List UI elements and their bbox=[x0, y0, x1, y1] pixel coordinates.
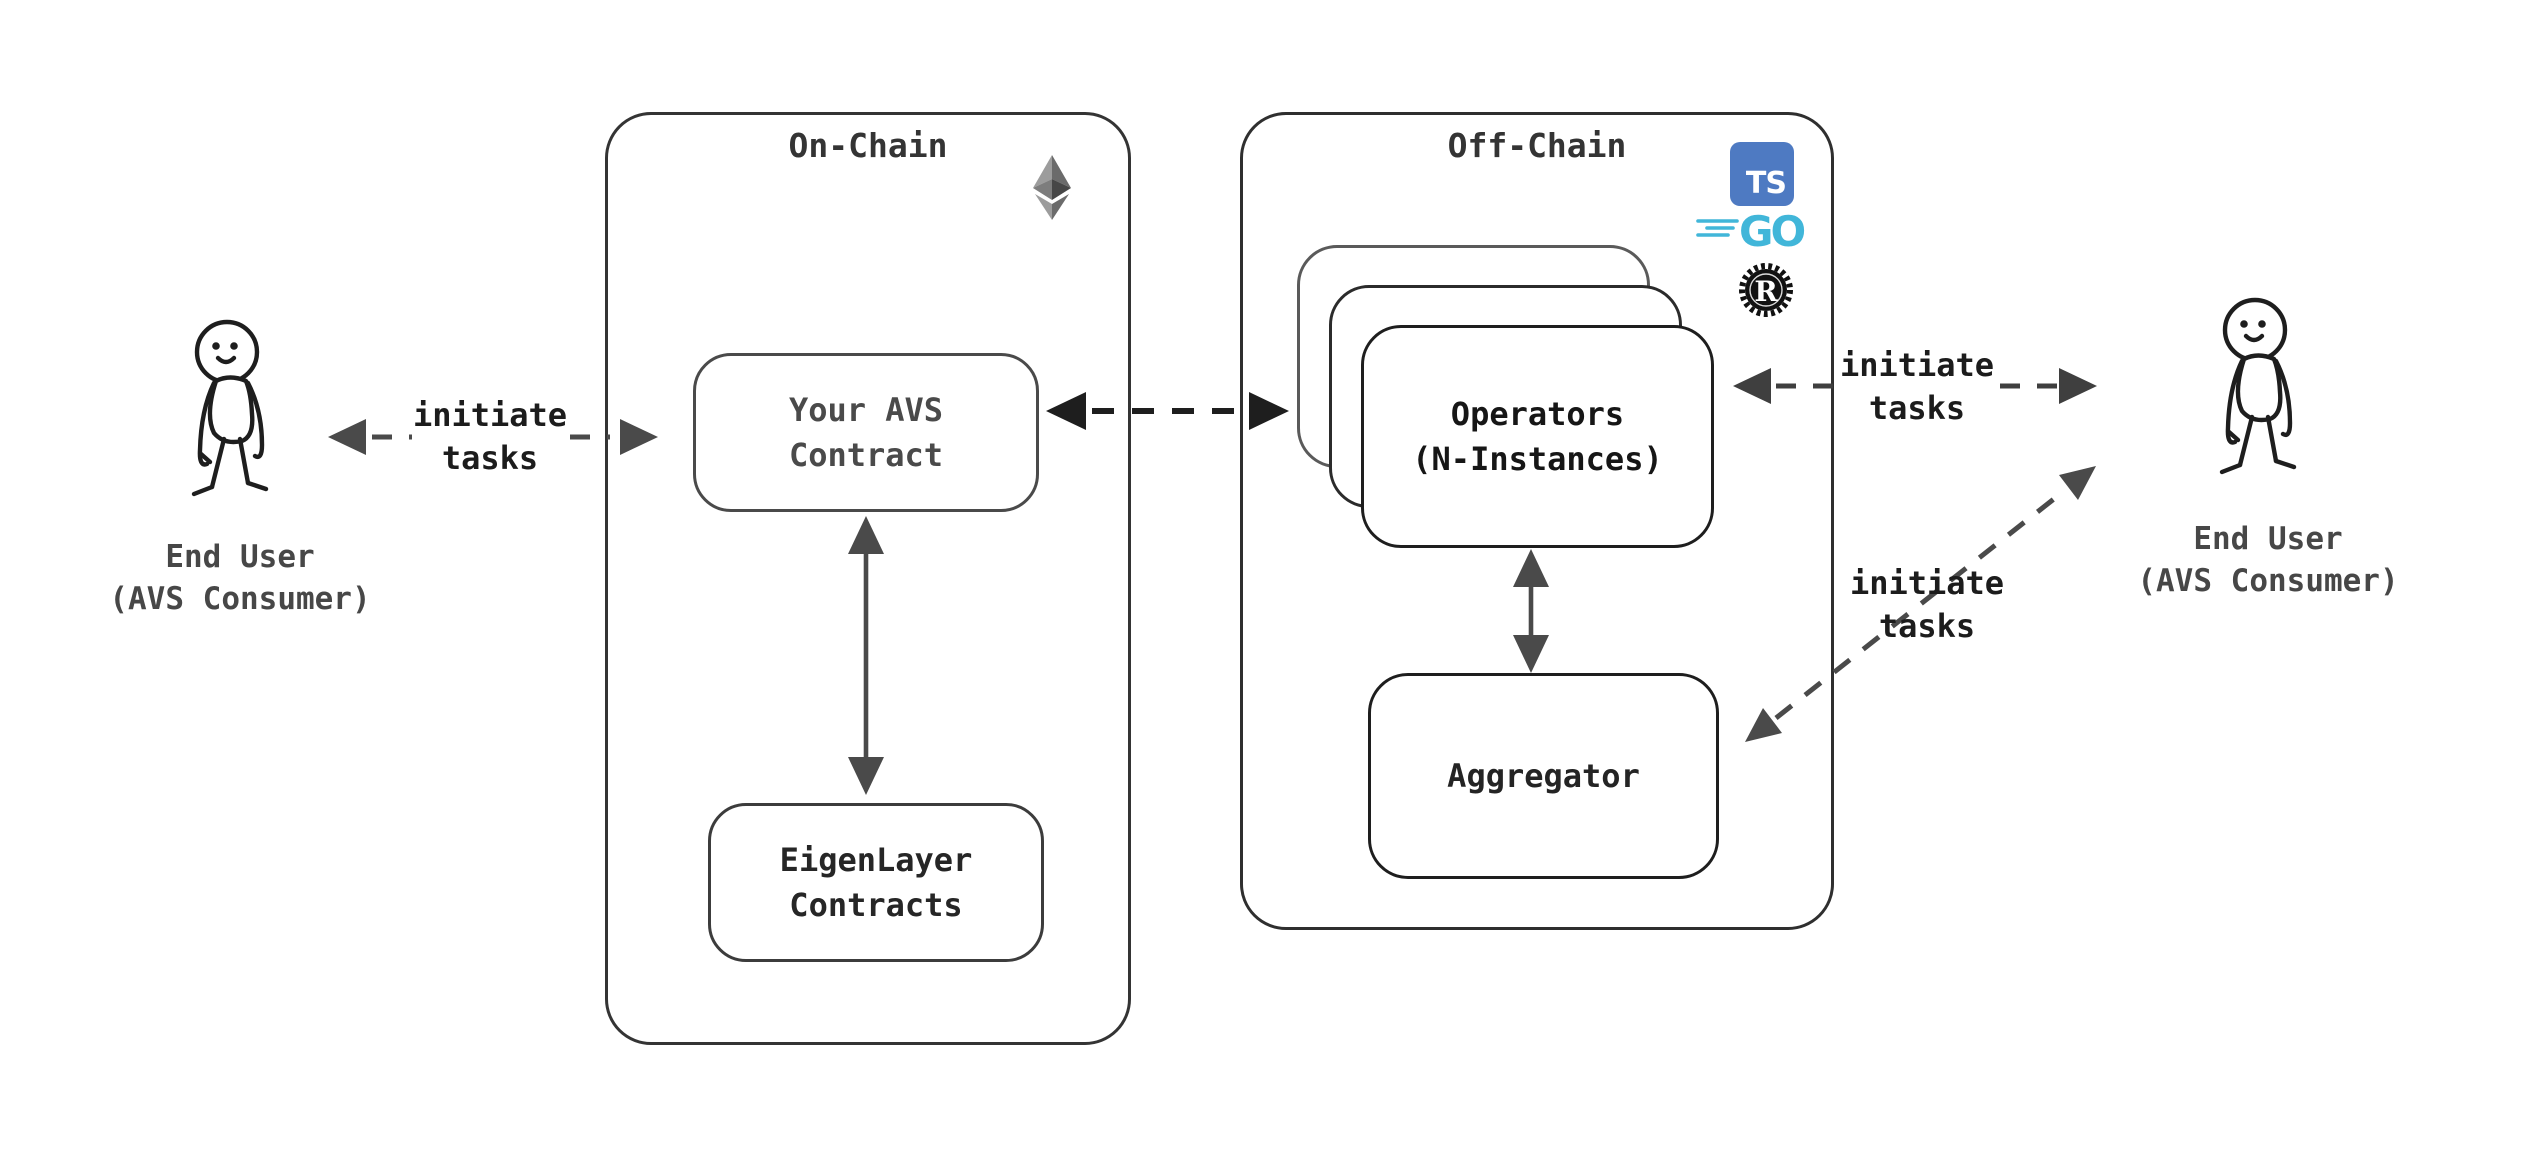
on-chain-container: On-Chain bbox=[605, 112, 1131, 1045]
on-chain-title: On-Chain bbox=[788, 126, 948, 165]
eigenlayer-contracts-box: EigenLayer Contracts bbox=[708, 803, 1044, 962]
initiate-tasks-label-right-bottom: initiate tasks bbox=[1777, 562, 2077, 648]
aggregator-label: Aggregator bbox=[1447, 756, 1640, 795]
initiate-tasks-left-line1: initiate bbox=[412, 396, 568, 434]
initiate-tasks-label-left: initiate tasks bbox=[340, 394, 640, 480]
your-avs-contract-line2: Contract bbox=[788, 435, 944, 474]
eigenlayer-line2: Contracts bbox=[789, 885, 963, 924]
initiate-tasks-label-right-top: initiate tasks bbox=[1767, 344, 2067, 430]
go-icon: GO bbox=[1696, 207, 1807, 254]
rust-icon-label: R bbox=[1754, 275, 1778, 308]
typescript-icon-label: TS bbox=[1745, 166, 1787, 201]
your-avs-contract-box: Your AVS Contract bbox=[693, 353, 1039, 512]
your-avs-contract-line1: Your AVS bbox=[788, 390, 944, 429]
initiate-tasks-right-top-line1: initiate bbox=[1839, 346, 1995, 384]
end-user-right-label: End User (AVS Consumer) bbox=[2118, 518, 2418, 602]
initiate-tasks-right-bottom-line2: tasks bbox=[1878, 607, 1976, 645]
aggregator-box: Aggregator bbox=[1368, 673, 1719, 879]
go-icon-label: GO bbox=[1739, 207, 1804, 254]
off-chain-title: Off-Chain bbox=[1447, 126, 1627, 165]
end-user-left-line2: (AVS Consumer) bbox=[109, 581, 371, 617]
end-user-right-line2: (AVS Consumer) bbox=[2137, 563, 2399, 599]
operators-box: Operators (N-Instances) bbox=[1361, 325, 1714, 548]
eigenlayer-line1: EigenLayer bbox=[779, 840, 973, 879]
operators-line2: (N-Instances) bbox=[1412, 439, 1663, 478]
initiate-tasks-left-line2: tasks bbox=[441, 439, 539, 477]
ethereum-icon bbox=[1033, 155, 1071, 220]
end-user-right-figure bbox=[2218, 293, 2313, 483]
end-user-right-line1: End User bbox=[2193, 521, 2343, 557]
operators-line1: Operators bbox=[1450, 394, 1625, 433]
end-user-left-line1: End User bbox=[165, 539, 315, 575]
typescript-icon: TS bbox=[1730, 142, 1794, 206]
end-user-left-figure bbox=[190, 315, 285, 505]
initiate-tasks-right-top-line2: tasks bbox=[1868, 389, 1966, 427]
initiate-tasks-right-bottom-line1: initiate bbox=[1849, 564, 2005, 602]
end-user-left-label: End User (AVS Consumer) bbox=[90, 536, 390, 620]
rust-icon: R bbox=[1739, 263, 1793, 317]
